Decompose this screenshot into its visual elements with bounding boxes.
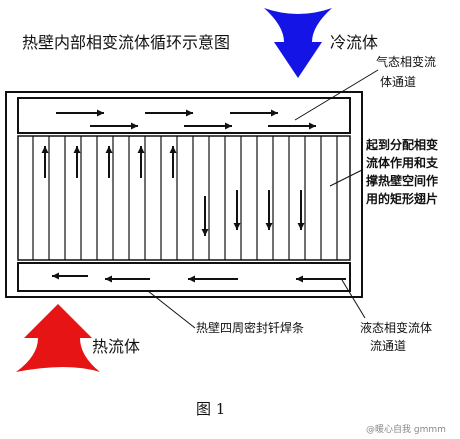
flow-arrow-head bbox=[188, 275, 195, 283]
liquid-channel-label: 液态相变流体 流通道 bbox=[360, 320, 436, 353]
seal-leader bbox=[147, 290, 196, 329]
fin-leader bbox=[329, 169, 363, 187]
fin-area bbox=[17, 135, 351, 261]
flow-arrow bbox=[265, 190, 273, 230]
cold-fluid-arrow-icon bbox=[264, 8, 332, 78]
flow-arrow bbox=[73, 146, 81, 178]
flow-arrow bbox=[137, 146, 145, 178]
flow-arrow bbox=[230, 109, 278, 117]
gas-channel-label: 气态相变流 体通道 bbox=[376, 54, 440, 89]
liquid-channel bbox=[17, 262, 351, 292]
flow-arrow bbox=[56, 109, 104, 117]
watermark: @暖心自我 gmmm bbox=[366, 423, 446, 435]
flow-arrow-head bbox=[52, 272, 59, 280]
flow-arrow-head bbox=[201, 229, 209, 236]
flow-arrow-head bbox=[131, 122, 138, 130]
flow-arrow bbox=[41, 146, 49, 178]
outer-wall bbox=[5, 91, 363, 298]
flow-arrow-head bbox=[105, 275, 112, 283]
flow-arrow bbox=[268, 122, 316, 130]
cold-fluid-label: 冷流体 bbox=[330, 33, 378, 52]
flow-arrow bbox=[201, 196, 209, 236]
flow-arrow bbox=[188, 275, 238, 283]
hot-fluid-arrow-icon bbox=[16, 304, 100, 372]
flow-arrow bbox=[52, 272, 88, 280]
flow-arrow-head bbox=[137, 146, 145, 153]
gas-channel bbox=[17, 97, 351, 134]
flow-arrow bbox=[184, 122, 232, 130]
flow-arrow-head bbox=[265, 223, 273, 230]
flow-arrow-head bbox=[73, 146, 81, 153]
hot-fluid-label: 热流体 bbox=[92, 337, 140, 356]
fin-label: 起到分配相变 流体作用和支 撑热壁空间作 用的矩形翅片 bbox=[365, 137, 442, 206]
flow-arrow-head bbox=[105, 146, 113, 153]
flow-arrow-head bbox=[41, 146, 49, 153]
rectangular-fins bbox=[32, 136, 338, 260]
flow-arrow-head bbox=[97, 109, 104, 117]
seal-label: 热壁四周密封钎焊条 bbox=[196, 320, 304, 335]
flow-arrow bbox=[169, 146, 177, 178]
flow-arrow bbox=[297, 190, 305, 230]
flow-arrow bbox=[90, 122, 138, 130]
flow-arrow-head bbox=[271, 109, 278, 117]
flow-arrow-head bbox=[233, 223, 241, 230]
gas-channel-leader bbox=[294, 69, 379, 121]
figure-caption: 图 1 bbox=[196, 400, 225, 418]
flow-arrow bbox=[145, 109, 193, 117]
flow-arrow bbox=[105, 146, 113, 178]
flow-arrow bbox=[233, 190, 241, 230]
flow-arrow bbox=[105, 275, 150, 283]
flow-arrow-head bbox=[186, 109, 193, 117]
flow-arrow-head bbox=[225, 122, 232, 130]
liquid-channel-leader bbox=[341, 279, 366, 319]
diagram-title: 热壁内部相变流体循环示意图 bbox=[22, 33, 230, 52]
flow-arrow bbox=[296, 275, 346, 283]
flow-arrow-head bbox=[297, 223, 305, 230]
flow-arrows bbox=[41, 109, 346, 283]
flow-arrow-head bbox=[309, 122, 316, 130]
flow-arrow-head bbox=[169, 146, 177, 153]
flow-arrow-head bbox=[296, 275, 303, 283]
